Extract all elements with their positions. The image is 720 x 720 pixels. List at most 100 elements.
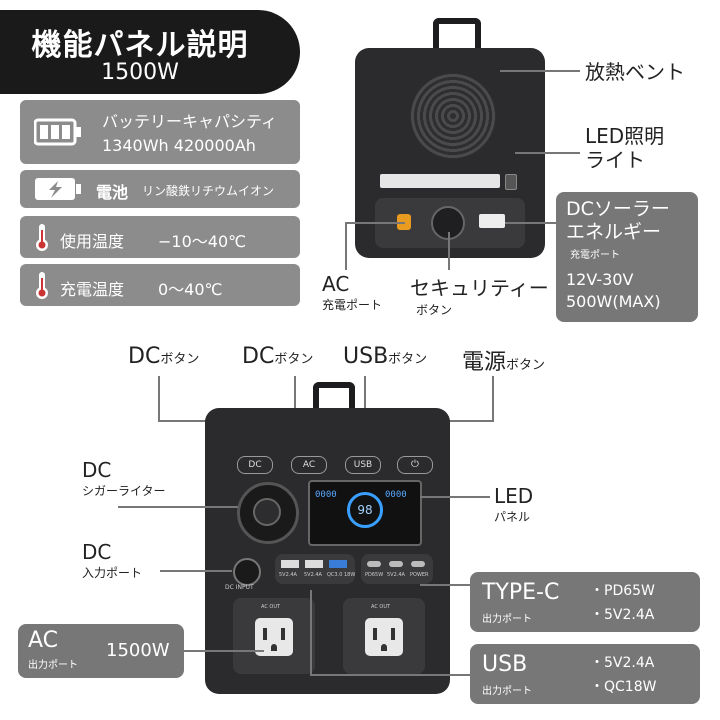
ac-output-sub: 出力ポート: [28, 660, 78, 671]
usb-leader: [310, 674, 470, 676]
usb-button-callout: USBボタン: [343, 344, 427, 369]
led-light-callout: LED照明 ライト: [585, 124, 665, 172]
vent-callout: 放熱ベント: [585, 60, 685, 84]
usb-port-1: [281, 560, 299, 568]
battery-capacity-box: バッテリーキャパシティ 1340Wh 420000Ah: [20, 100, 300, 164]
cigar-callout-main: DC: [82, 458, 112, 482]
solar-callout-sub: 充電ポート: [570, 250, 620, 261]
front-device-image: DC AC USB ⏻ 0000 98 0000 DC INPUT 5V2.4A…: [205, 382, 450, 694]
typec-port-1: [367, 561, 381, 567]
cigar-callout: DC シガーライター: [82, 458, 166, 499]
typec-output-sub: 出力ポート: [482, 614, 532, 625]
typec-port-3: [411, 561, 425, 567]
cell-type-box: 電池 リン酸鉄リチウムイオン: [20, 170, 300, 208]
security-callout-main: セキュリティー: [410, 276, 549, 300]
carry-handle: [313, 382, 355, 422]
usb-output-main: USB: [482, 652, 528, 677]
typec-port-2-label: 5V2.4A: [387, 572, 405, 578]
ac-socket-1-slot-right: [281, 628, 285, 640]
power-button-leader-v: [492, 376, 494, 420]
ac-button[interactable]: AC: [291, 456, 327, 474]
use-temp-value: −10〜40℃: [158, 232, 247, 251]
dc-button-callout-2-main: DC: [242, 344, 275, 369]
cell-type-label: 電池: [96, 183, 129, 202]
ac-socket-2-ground: [381, 644, 387, 651]
ac-port-leader-h: [345, 222, 405, 224]
ac-output-value: 1500W: [106, 640, 170, 661]
typec-output-main: TYPE-C: [482, 580, 560, 605]
led-panel-callout-sub: パネル: [494, 510, 531, 524]
dc-input-callout: DC 入力ポート: [82, 540, 142, 581]
typec-port-2: [389, 561, 403, 567]
led-panel-leader: [420, 496, 490, 498]
usb-port-panel: [275, 554, 355, 584]
typec-output-box: TYPE-C 出力ポート ・PD65W ・5V2.4A: [470, 572, 700, 632]
thermometer-icon: [36, 224, 48, 251]
ac-port-leader-v: [345, 222, 347, 270]
ac-socket-1-slot-left: [263, 628, 267, 640]
usb-button-callout-sub: ボタン: [388, 352, 428, 367]
dc-button-leader-v1: [158, 376, 160, 420]
solar-charge-port: [479, 214, 505, 228]
lcd-battery-percent: 98: [347, 492, 383, 528]
use-temp-box: 使用温度 −10〜40℃: [20, 216, 300, 258]
security-callout: セキュリティー ボタン: [410, 272, 549, 318]
solar-callout-box: DCソーラー エネルギー 充電ポート 12V-30V 500W(MAX): [556, 192, 698, 322]
solar-voltage: 12V-30V: [566, 270, 634, 289]
cigar-socket-cap: [253, 498, 281, 526]
ac-port-callout: AC 充電ポート: [322, 272, 382, 313]
typec-port-1-label: PD65W: [365, 572, 384, 578]
ac-output-leader: [184, 650, 264, 652]
lcd-left-value: 0000: [315, 490, 337, 500]
solar-max-power: 500W(MAX): [566, 292, 661, 311]
power-button[interactable]: ⏻: [397, 456, 433, 474]
cigar-callout-sub: シガーライター: [82, 484, 166, 498]
typec-port-3-label: POWER: [410, 572, 429, 578]
power-button-callout-sub: ボタン: [506, 358, 546, 373]
dc-input-port-label: DC INPUT: [225, 584, 254, 591]
page-title: 機能パネル説明: [31, 28, 249, 63]
ac-socket-2-slot-left: [373, 628, 377, 640]
ac-socket-1-ground: [271, 644, 277, 651]
usb-port-1-label: 5V2.4A: [279, 572, 297, 578]
power-button-callout-main: 電源: [462, 350, 507, 375]
typec-output-spec1: ・PD65W: [590, 583, 655, 599]
led-light-switch: [505, 174, 517, 190]
led-light-strip: [380, 174, 500, 188]
led-light-leader: [515, 152, 580, 154]
power-button-callout: 電源ボタン: [462, 344, 545, 376]
usb-qc-port-label: QC3.0 18W: [327, 572, 356, 578]
security-callout-sub: ボタン: [416, 303, 453, 317]
dc-input-callout-sub: 入力ポート: [82, 566, 143, 580]
dc-button-callout-2-sub: ボタン: [274, 352, 314, 367]
usb-port-2-label: 5V2.4A: [304, 572, 322, 578]
dc-button-callout-2: DCボタン: [242, 344, 313, 369]
led-panel-callout-main: LED: [494, 484, 534, 508]
ac-port-callout-sub: 充電ポート: [322, 298, 383, 312]
use-temp-label: 使用温度: [60, 232, 125, 251]
battery-icon: [34, 118, 81, 146]
dc-input-leader: [160, 570, 232, 572]
dc-input-callout-main: DC: [82, 540, 112, 564]
led-panel-callout: LED パネル: [494, 484, 533, 525]
cigar-socket: [237, 482, 299, 544]
battery-capacity-value: 1340Wh 420000Ah: [102, 136, 256, 155]
page-subtitle: 1500W: [101, 60, 179, 85]
usb-leader-v: [310, 590, 312, 676]
usb-output-sub: 出力ポート: [482, 686, 532, 697]
usb-output-box: USB 出力ポート ・5V2.4A ・QC18W: [470, 644, 700, 704]
usb-output-spec2: ・QC18W: [590, 679, 657, 695]
carry-handle: [433, 18, 481, 58]
lcd-right-value: 0000: [385, 490, 407, 500]
ac-outlet-1-label: AC OUT: [261, 604, 281, 610]
usb-qc-port: [329, 560, 347, 568]
dc-button-1[interactable]: DC: [237, 456, 273, 474]
usb-button-callout-main: USB: [343, 344, 389, 369]
solar-callout-main: DCソーラー エネルギー: [566, 198, 670, 243]
ac-output-main: AC: [28, 628, 59, 653]
usb-button[interactable]: USB: [345, 456, 381, 474]
vent-grille: [410, 73, 496, 159]
dc-button-callout-1-sub: ボタン: [160, 352, 200, 367]
typec-leader: [420, 584, 470, 586]
cigar-leader: [118, 506, 238, 508]
